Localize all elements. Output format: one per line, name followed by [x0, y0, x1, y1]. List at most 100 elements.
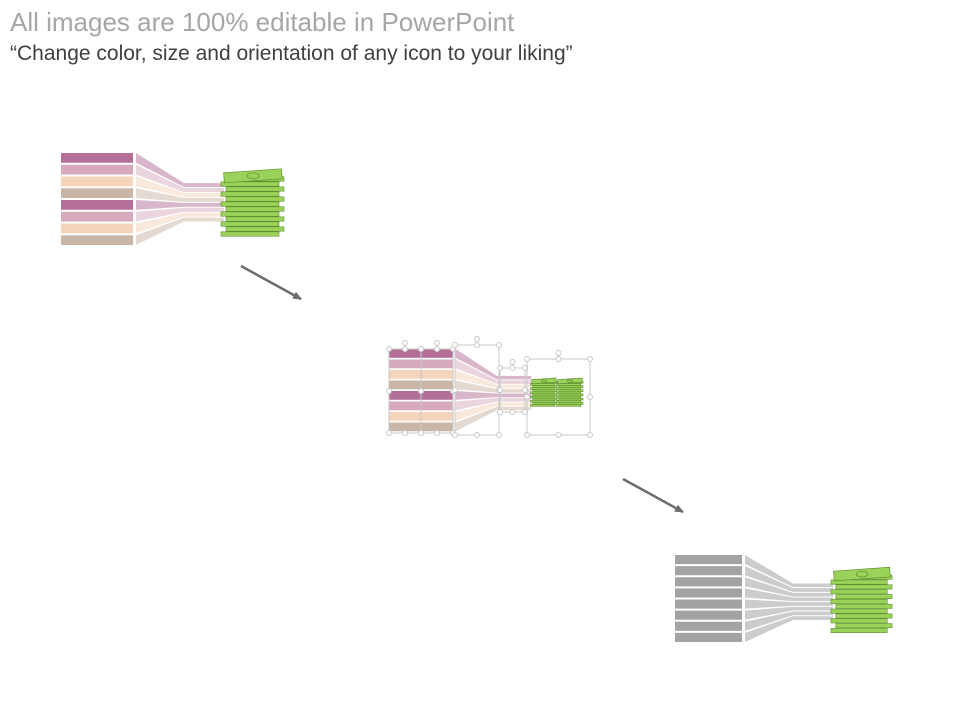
funnel-band: [675, 632, 742, 642]
money-bill: [220, 191, 280, 197]
money-bill: [556, 399, 582, 403]
resize-handle[interactable]: [474, 342, 480, 348]
funnel-stream: [136, 188, 224, 202]
funnel-band: [675, 610, 742, 620]
money-bill: [556, 391, 582, 395]
money-bill: [830, 579, 888, 585]
funnel-band: [61, 188, 133, 198]
resize-handle[interactable]: [497, 387, 503, 393]
resize-handle[interactable]: [496, 342, 502, 348]
money-bill: [556, 387, 582, 390]
resize-handle[interactable]: [587, 356, 593, 362]
funnel-band: [61, 211, 133, 222]
money-bill: [530, 404, 556, 407]
resize-handle[interactable]: [497, 409, 503, 415]
diagonal-arrow-icon: [622, 477, 684, 514]
money-bill: [532, 397, 558, 401]
resize-handle[interactable]: [587, 432, 593, 438]
funnel-stream: [745, 555, 833, 588]
rotate-handle[interactable]: [509, 359, 516, 365]
money-bill: [225, 186, 285, 192]
resize-handle[interactable]: [402, 430, 408, 436]
money-bill: [558, 389, 584, 392]
funnel-band: [61, 164, 133, 175]
money-bill: [220, 201, 280, 207]
resize-handle[interactable]: [587, 394, 593, 400]
resize-handle[interactable]: [555, 432, 562, 438]
funnel-stream: [745, 577, 833, 597]
funnel-stream: [745, 611, 833, 631]
rotate-handle[interactable]: [402, 340, 408, 346]
rotate-handle[interactable]: [434, 340, 440, 346]
money-funnel-gray-icon[interactable]: [675, 555, 893, 642]
funnel-stream: [745, 588, 833, 602]
funnel-stream: [136, 207, 224, 222]
resize-handle[interactable]: [555, 356, 562, 362]
resize-handle[interactable]: [524, 394, 530, 400]
money-bill-top: [531, 377, 557, 385]
money-bill: [558, 393, 584, 397]
money-bill: [835, 584, 893, 590]
money-seal: [567, 379, 573, 383]
resize-handle[interactable]: [434, 346, 440, 352]
funnel-stream: [455, 391, 532, 400]
resize-handle[interactable]: [452, 432, 458, 438]
money-bill: [830, 589, 888, 595]
resize-handle[interactable]: [474, 432, 480, 438]
money-bill-top: [557, 377, 583, 385]
resize-handle[interactable]: [524, 356, 530, 362]
resize-handle[interactable]: [509, 365, 516, 371]
resize-handle[interactable]: [386, 388, 392, 394]
money-bill-top: [223, 168, 283, 184]
funnel-stream: [455, 380, 532, 393]
funnel-stream: [136, 200, 224, 210]
resize-handle[interactable]: [497, 365, 503, 371]
funnel-band: [675, 555, 742, 565]
money-bill: [225, 216, 285, 222]
money-bill: [530, 387, 556, 390]
money-funnel-edit-icon[interactable]: [386, 336, 593, 438]
money-bill: [830, 618, 888, 624]
resize-handle[interactable]: [496, 432, 502, 438]
resize-handle[interactable]: [524, 432, 530, 438]
funnel-stream: [136, 212, 224, 234]
money-bill: [220, 221, 280, 227]
resize-handle[interactable]: [434, 430, 440, 436]
money-bill-top: [833, 566, 891, 582]
money-bill: [830, 628, 888, 633]
money-bill: [530, 391, 556, 395]
resize-handle[interactable]: [452, 342, 458, 348]
funnel-stream: [745, 566, 833, 592]
money-bill: [220, 181, 280, 187]
money-bill: [225, 196, 285, 202]
money-funnel-icon[interactable]: [61, 153, 285, 245]
funnel-stream: [136, 153, 224, 188]
rotate-handle[interactable]: [474, 336, 480, 342]
page-title: All images are 100% editable in PowerPoi…: [10, 7, 515, 37]
money-bill: [530, 399, 556, 403]
funnel-band: [675, 577, 742, 587]
rotate-handle[interactable]: [555, 350, 562, 356]
money-bill: [558, 385, 584, 388]
money-bill: [532, 385, 558, 388]
money-bill: [556, 404, 582, 407]
resize-handle[interactable]: [418, 388, 424, 394]
resize-handle[interactable]: [452, 387, 458, 393]
money-bill: [220, 231, 280, 237]
funnel-band: [675, 566, 742, 576]
resize-handle[interactable]: [402, 346, 408, 352]
resize-handle[interactable]: [386, 430, 392, 436]
money-bill: [532, 393, 558, 397]
money-seal: [541, 379, 547, 383]
resize-handle[interactable]: [509, 409, 516, 415]
funnel-band: [675, 599, 742, 609]
money-bill: [532, 402, 558, 405]
page-subtitle: “Change color, size and orientation of a…: [10, 42, 573, 65]
funnel-stream: [136, 217, 224, 245]
money-bill: [556, 395, 582, 399]
resize-handle[interactable]: [386, 346, 392, 352]
money-bill: [532, 389, 558, 392]
resize-handle[interactable]: [418, 346, 424, 352]
resize-handle[interactable]: [418, 430, 424, 436]
